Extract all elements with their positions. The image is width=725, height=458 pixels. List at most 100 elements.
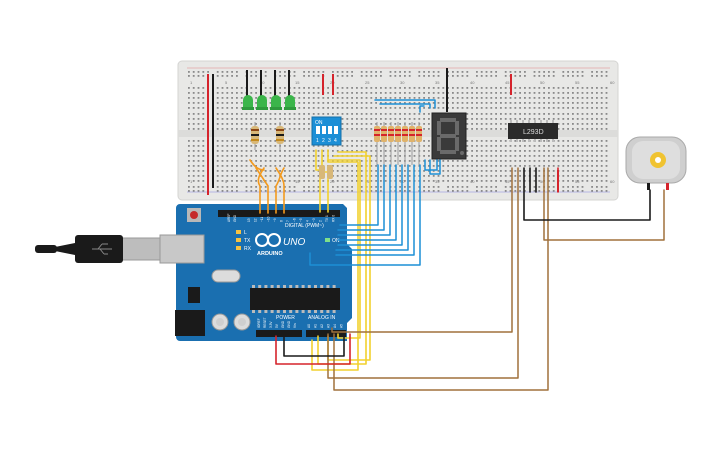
breadboard-column-number: 20 — [330, 179, 335, 184]
wire-blue-group[interactable] — [309, 99, 441, 266]
breadboard-column-number: 40 — [470, 80, 475, 85]
motor-driver-chip[interactable]: L293D — [508, 120, 558, 142]
motor-driver-label: L293D — [523, 129, 544, 136]
digital-pin-label: 4 — [306, 220, 310, 222]
analog-header[interactable] — [306, 330, 346, 337]
digital-pin-label: 7 — [286, 220, 290, 222]
breadboard-column-number: 50 — [540, 80, 545, 85]
segment-resistors[interactable] — [374, 122, 422, 165]
digital-pin-label: ~6 — [293, 218, 297, 222]
power-header[interactable] — [256, 330, 302, 337]
led-1[interactable] — [242, 95, 254, 110]
led-2[interactable] — [256, 95, 268, 110]
usb-icon — [92, 243, 112, 255]
breadboard-column-number: 55 — [575, 179, 580, 184]
power-pin-label: GND — [281, 320, 285, 328]
breadboard-column-number: 25 — [365, 80, 370, 85]
dip-switch-number-3: 3 — [328, 138, 331, 144]
l-label: L — [244, 230, 247, 236]
breadboard-column-number: 45 — [505, 179, 510, 184]
resistor-segment-4[interactable] — [395, 122, 401, 165]
breadboard-column-number: 50 — [540, 179, 545, 184]
rx-label: RX — [244, 246, 252, 252]
resistor-led-2[interactable] — [276, 122, 284, 150]
power-pin-label: GND — [287, 320, 291, 328]
wires[interactable] — [249, 99, 665, 391]
gnd-pin-label: GND — [233, 214, 237, 222]
digital-pin-label: ~9 — [273, 218, 277, 222]
breadboard-column-number: 35 — [435, 80, 440, 85]
resistor-segment-2[interactable] — [381, 122, 387, 165]
dip-switch[interactable]: ON 1 2 3 4 — [311, 116, 342, 146]
led-resistors[interactable] — [251, 122, 284, 150]
wire-red-group[interactable] — [275, 167, 559, 365]
digital-header-label: DIGITAL (PWM~) — [285, 223, 324, 229]
analog-pin-label: A4 — [333, 324, 337, 328]
breadboard-column-number: 30 — [400, 80, 405, 85]
analog-pin-label: A1 — [314, 324, 318, 328]
led-4[interactable] — [284, 95, 296, 110]
arduino-logo-text: ARDUINO — [257, 251, 283, 257]
digital-header[interactable] — [218, 210, 340, 217]
breadboard-column-number: 60 — [610, 179, 615, 184]
resistor-segment-1[interactable] — [374, 122, 380, 165]
power-pin-label: 3.3V — [269, 321, 273, 328]
reset-button[interactable] — [190, 211, 198, 219]
digital-pin-label: 8 — [280, 220, 284, 222]
tx-label: TX — [244, 238, 251, 244]
resistor-segment-6[interactable] — [409, 122, 415, 165]
digital-pin-label: ~3 — [312, 218, 316, 222]
power-pin-label: RESET — [263, 317, 267, 328]
digital-pin-label: 2 — [319, 220, 323, 222]
dc-motor[interactable] — [625, 136, 687, 190]
usb-cable[interactable] — [35, 235, 161, 263]
breadboard-column-number: 5 — [225, 179, 228, 184]
breadboard-column-number: 45 — [505, 80, 510, 85]
power-pin-label: 5V — [275, 323, 279, 328]
wire-black-group[interactable] — [283, 167, 651, 357]
analog-pin-label: A2 — [320, 324, 324, 328]
analog-pin-label: A0 — [307, 324, 311, 328]
seven-segment-display[interactable] — [431, 112, 467, 160]
digital-pin-label: RX 0 — [332, 215, 336, 222]
arduino-logo-icon — [255, 233, 281, 247]
resistor-led-1[interactable] — [251, 122, 259, 150]
wire-orange-group[interactable] — [249, 159, 285, 214]
power-jack[interactable] — [175, 310, 205, 336]
arduino-model-text: UNO — [283, 237, 305, 248]
analog-pin-label: A3 — [327, 324, 331, 328]
power-pin-label: Vin — [293, 323, 297, 328]
on-label: ON — [332, 238, 340, 244]
led-group[interactable] — [242, 70, 296, 110]
digital-pin-label: 12 — [254, 218, 258, 222]
atmega-chip — [250, 288, 340, 310]
digital-pin-label: 13 — [247, 218, 251, 222]
dip-switch-number-2: 2 — [322, 138, 325, 144]
resistor-segment-3[interactable] — [388, 122, 394, 165]
led-3[interactable] — [270, 95, 282, 110]
dip-switch-number-1: 1 — [316, 138, 319, 144]
power-pin-label: IOREF — [257, 318, 261, 328]
analog-pin-label: A5 — [340, 324, 344, 328]
breadboard-column-number: 25 — [365, 179, 370, 184]
breadboard-column-number: 5 — [225, 80, 228, 85]
breadboard-column-number: 15 — [295, 80, 300, 85]
aref-pin-label: AREF — [227, 213, 231, 222]
analog-header-label: ANALOG IN — [308, 315, 336, 321]
resistor-segment-7[interactable] — [416, 122, 422, 165]
breadboard-column-number: 1 — [190, 179, 193, 184]
breadboard-column-number: 60 — [610, 80, 615, 85]
breadboard-column-number: 10 — [260, 179, 265, 184]
dip-switch-on-label: ON — [315, 120, 323, 126]
breadboard-column-number: 55 — [575, 80, 580, 85]
breadboard-column-number: 15 — [295, 179, 300, 184]
power-header-label: POWER — [276, 315, 295, 321]
usb-port[interactable] — [159, 234, 205, 264]
breadboard-column-number: 35 — [435, 179, 440, 184]
breadboard-column-number: 1 — [190, 80, 193, 85]
resistor-segment-5[interactable] — [402, 122, 408, 165]
resistor-dip-group[interactable] — [319, 165, 333, 179]
digital-pin-label: TX 1 — [325, 215, 329, 222]
